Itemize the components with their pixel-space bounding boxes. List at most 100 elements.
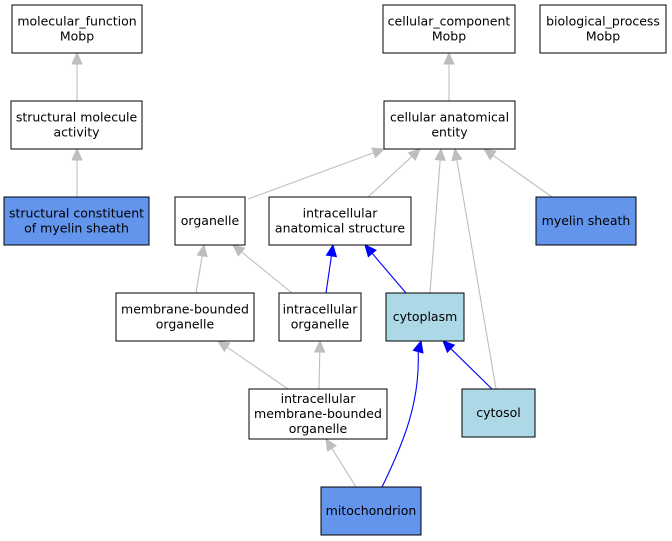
node-label-line: cellular_component	[388, 14, 511, 29]
arrowhead	[371, 147, 386, 159]
arrowhead	[407, 148, 421, 162]
edge-line	[247, 152, 374, 200]
arrowhead	[71, 51, 83, 65]
node-label-line: membrane-bounded	[121, 302, 249, 317]
node-label-line: cytosol	[476, 405, 520, 420]
edge-line	[226, 346, 289, 390]
node-myelin-sheath[interactable]: myelin sheath	[535, 196, 637, 246]
arrowhead	[196, 243, 208, 258]
edge-line	[492, 154, 553, 198]
arrowhead	[325, 437, 337, 452]
arrowhead	[483, 148, 497, 161]
edge-cellular-anatomical-entity-to-cellular-component	[443, 51, 455, 101]
edge-cytoplasm-to-cellular-anatomical-entity	[429, 147, 446, 294]
node-box	[3, 196, 150, 246]
arrowhead	[442, 340, 456, 354]
edge-line	[381, 351, 419, 488]
edge-intracellular-membrane-bounded-organelle-to-membrane-bounded-organelle	[217, 340, 289, 390]
node-box	[539, 4, 667, 54]
edge-mitochondrion-to-intracellular-membrane-bounded-organelle	[325, 437, 357, 488]
node-box	[461, 388, 536, 438]
node-label-line: organelle	[291, 317, 350, 332]
node-label-line: Mobp	[586, 29, 620, 44]
node-box	[174, 196, 246, 246]
edge-line	[241, 251, 293, 294]
arrowhead	[71, 147, 83, 161]
edge-intracellular-organelle-to-organelle	[232, 244, 293, 294]
node-label-line: structural molecule	[16, 110, 138, 125]
node-label-line: organelle	[181, 213, 240, 228]
node-label-line: organelle	[289, 421, 348, 436]
edge-intracellular-anatomical-structure-to-cellular-anatomical-entity	[367, 148, 421, 198]
edge-line	[367, 156, 413, 198]
node-box	[320, 486, 422, 536]
edge-mitochondrion-to-cytoplasm	[381, 339, 424, 488]
node-label-line: Mobp	[432, 29, 466, 44]
node-label-line: intracellular	[303, 206, 379, 221]
arrowhead	[451, 147, 463, 162]
arrowhead	[443, 51, 455, 65]
node-label-line: molecular_function	[17, 14, 136, 29]
node-label-line: of myelin sheath	[24, 221, 129, 236]
edge-line	[450, 348, 493, 390]
node-cytosol[interactable]: cytosol	[461, 388, 536, 438]
edge-membrane-bounded-organelle-to-organelle	[195, 243, 208, 294]
node-label-line: myelin sheath	[542, 213, 631, 228]
edge-line	[429, 159, 441, 294]
arrowhead	[412, 339, 424, 354]
node-mitochondrion[interactable]: mitochondrion	[320, 486, 422, 536]
node-box	[382, 4, 516, 54]
node-box	[278, 292, 362, 342]
node-cytoplasm[interactable]: cytoplasm	[385, 292, 465, 342]
node-label-line: intracellular	[283, 302, 359, 317]
edge-intracellular-organelle-to-intracellular-anatomical-structure	[325, 243, 338, 294]
node-label-line: cellular anatomical	[390, 110, 509, 125]
node-label-line: intracellular	[281, 391, 357, 406]
node-label-line: membrane-bounded	[254, 406, 382, 421]
edge-line	[195, 255, 203, 294]
arrowhead	[313, 339, 326, 353]
edge-line	[371, 253, 407, 294]
arrowhead	[217, 340, 231, 353]
node-label-line: biological_process	[546, 14, 660, 29]
nodes-layer: molecular_functionMobpcellular_component…	[3, 4, 667, 536]
edge-cytosol-to-cellular-anatomical-entity	[451, 147, 497, 390]
node-box	[535, 196, 637, 246]
node-label-line: activity	[53, 125, 100, 140]
node-label-line: mitochondrion	[326, 503, 417, 518]
arrowhead	[232, 244, 246, 257]
node-box	[115, 292, 255, 342]
node-label-line: cytoplasm	[393, 309, 458, 324]
node-label-line: Mobp	[60, 29, 94, 44]
node-label-line: organelle	[156, 317, 215, 332]
node-box	[268, 196, 412, 246]
edge-line	[325, 255, 332, 294]
node-box	[385, 292, 465, 342]
edge-intracellular-membrane-bounded-organelle-to-intracellular-organelle	[313, 339, 326, 390]
edge-line	[456, 159, 497, 390]
node-organelle[interactable]: organelle	[174, 196, 246, 246]
node-box	[248, 388, 388, 440]
edge-myelin-sheath-to-cellular-anatomical-entity	[483, 148, 553, 198]
node-label-line: structural constituent	[9, 206, 144, 221]
arrowhead	[364, 244, 377, 258]
node-box	[383, 100, 516, 150]
edge-structural-constituent-of-myelin-sheath-to-structural-molecule-activity	[71, 147, 83, 197]
node-label-line: entity	[431, 125, 468, 140]
edges-layer	[71, 51, 553, 488]
edge-cytosol-to-cytoplasm	[442, 340, 493, 390]
node-box	[10, 100, 143, 150]
edge-line	[318, 351, 321, 390]
edge-line	[331, 448, 357, 488]
